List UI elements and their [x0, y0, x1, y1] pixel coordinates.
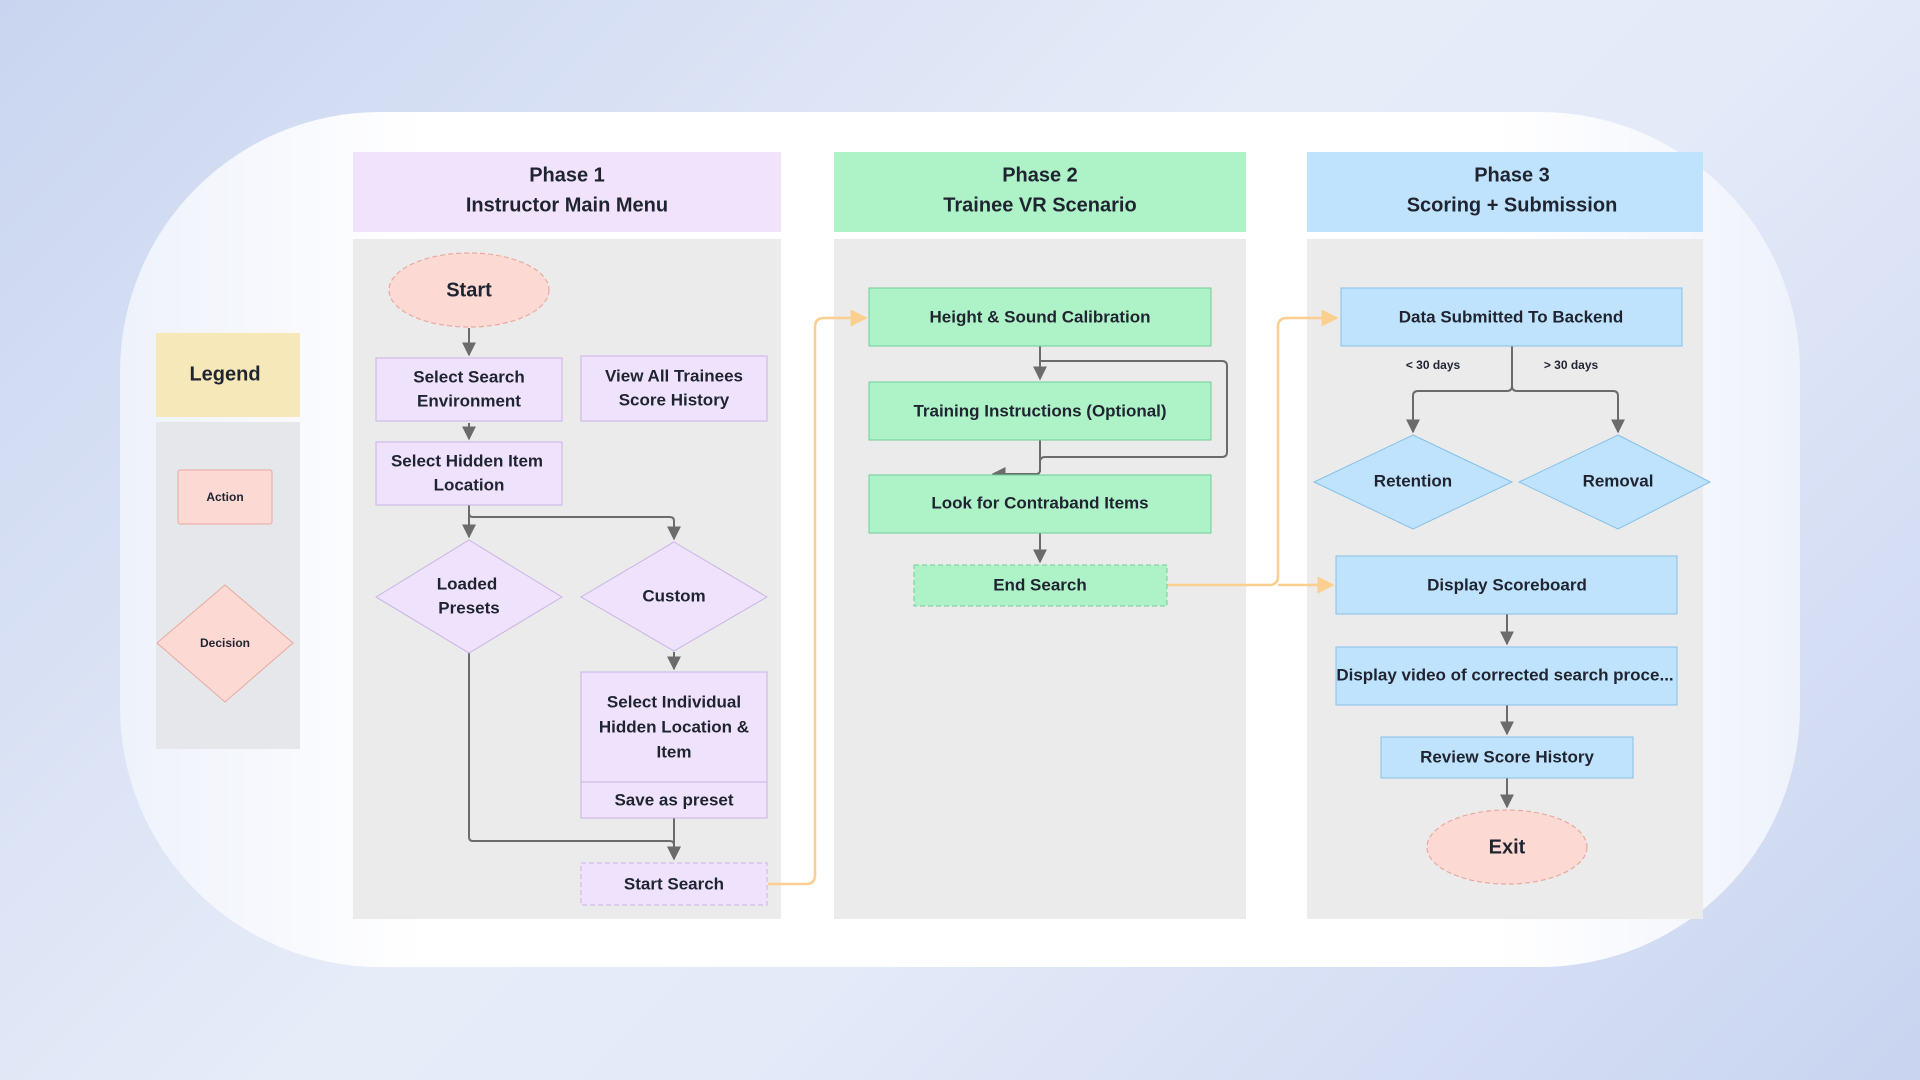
display-scoreboard-node[interactable]: Display Scoreboard [1335, 555, 1678, 615]
legend-action-label: Action [206, 490, 243, 504]
select-individual-line3: Item [657, 742, 692, 761]
phase-links [768, 309, 1339, 886]
start-node[interactable]: Start [388, 252, 550, 328]
view-trainees-line2: Score History [619, 390, 730, 409]
exit-label: Exit [1489, 836, 1526, 858]
calibration-node[interactable]: Height & Sound Calibration [868, 287, 1212, 347]
loaded-presets-decision[interactable]: Loaded Presets [375, 539, 563, 654]
display-scoreboard-shape [1335, 555, 1678, 615]
exit-node[interactable]: Exit [1426, 809, 1588, 885]
legend-decision-shape [156, 584, 294, 703]
start-label: Start [446, 279, 492, 301]
contraband-node[interactable]: Look for Contraband Items [868, 474, 1212, 534]
select-individual-line1: Select Individual [607, 692, 741, 711]
phase1-title: Phase 1 [529, 164, 605, 186]
custom-shape [580, 541, 768, 652]
display-video-label: Display video of corrected search proce.… [1336, 665, 1673, 684]
retention-decision[interactable]: Retention [1312, 434, 1514, 530]
connectors [462, 328, 1625, 861]
select-search-environment-line1: Select Search [413, 367, 525, 386]
hidden-item-line1: Select Hidden Item [391, 451, 543, 470]
select-individual-shape [580, 671, 768, 819]
start-shape [388, 252, 550, 328]
data-submitted-shape [1340, 287, 1683, 347]
contraband-shape [868, 474, 1212, 534]
connector-data-to-removal [1511, 385, 1625, 434]
view-trainees-score-history-node[interactable]: View All Trainees Score History [580, 355, 768, 422]
training-instructions-label: Training Instructions (Optional) [913, 401, 1166, 420]
removal-shape [1517, 434, 1712, 530]
loaded-presets-shape [375, 539, 563, 654]
legend-panel: Legend Action Decision [156, 333, 300, 749]
select-hidden-item-location-node[interactable]: Select Hidden Item Location [375, 441, 563, 506]
phase1-subtitle: Instructor Main Menu [466, 194, 668, 216]
view-trainees-line1: View All Trainees [605, 366, 743, 385]
custom-decision[interactable]: Custom [580, 541, 768, 652]
loaded-presets-line2: Presets [438, 598, 499, 617]
select-individual-line2: Hidden Location & [599, 717, 749, 736]
calibration-label: Height & Sound Calibration [930, 307, 1151, 326]
retention-shape [1312, 434, 1514, 530]
select-search-environment-node[interactable]: Select Search Environment [375, 357, 563, 422]
legend-header [156, 333, 300, 417]
select-individual-node[interactable]: Select Individual Hidden Location & Item… [580, 671, 768, 819]
end-search-shape [913, 564, 1168, 607]
exit-shape [1426, 809, 1588, 885]
link-end-search-to-data-submitted [1167, 309, 1339, 587]
custom-label: Custom [642, 586, 705, 605]
display-scoreboard-label: Display Scoreboard [1427, 575, 1587, 594]
legend-title: Legend [189, 363, 260, 385]
select-hidden-item-location-shape [375, 441, 563, 506]
save-as-preset-label[interactable]: Save as preset [614, 790, 733, 809]
training-instructions-shape [868, 381, 1212, 441]
training-instructions-node[interactable]: Training Instructions (Optional) [868, 381, 1212, 441]
end-search-label: End Search [993, 575, 1087, 594]
link-start-search-to-calibration [768, 309, 868, 886]
start-search-shape [580, 862, 768, 906]
phase2-title: Phase 2 [1002, 164, 1078, 186]
less-than-30-days-label: < 30 days [1406, 358, 1461, 372]
select-search-environment-shape [375, 357, 563, 422]
legend-action-shape [177, 469, 273, 525]
removal-label: Removal [1583, 471, 1654, 490]
loaded-presets-line1: Loaded [437, 574, 497, 593]
retention-label: Retention [1374, 471, 1452, 490]
phase3-lane: Phase 3 Scoring + Submission [1307, 152, 1703, 919]
review-score-history-label: Review Score History [1420, 747, 1594, 766]
display-video-shape [1335, 646, 1678, 706]
removal-decision[interactable]: Removal [1517, 434, 1712, 530]
data-submitted-label: Data Submitted To Backend [1399, 307, 1624, 326]
review-score-history-shape [1380, 736, 1634, 779]
display-video-node[interactable]: Display video of corrected search proce.… [1335, 646, 1678, 706]
phase1-header [353, 152, 781, 232]
review-score-history-node[interactable]: Review Score History [1380, 736, 1634, 779]
start-search-label: Start Search [624, 874, 724, 893]
contraband-label: Look for Contraband Items [931, 493, 1148, 512]
hidden-item-line2: Location [434, 475, 505, 494]
view-trainees-score-history-shape [580, 355, 768, 422]
connector-hidden-to-custom [468, 505, 681, 541]
phase3-subtitle: Scoring + Submission [1407, 194, 1618, 216]
select-search-environment-line2: Environment [417, 391, 521, 410]
calibration-shape [868, 287, 1212, 347]
phase3-header [1307, 152, 1703, 232]
end-search-node[interactable]: End Search [913, 564, 1168, 607]
start-search-node[interactable]: Start Search [580, 862, 768, 906]
phase2-subtitle: Trainee VR Scenario [943, 194, 1136, 216]
data-submitted-node[interactable]: Data Submitted To Backend [1340, 287, 1683, 347]
legend-decision-label: Decision [200, 636, 250, 650]
phase2-header [834, 152, 1246, 232]
more-than-30-days-label: > 30 days [1544, 358, 1599, 372]
phase3-title: Phase 3 [1474, 164, 1550, 186]
